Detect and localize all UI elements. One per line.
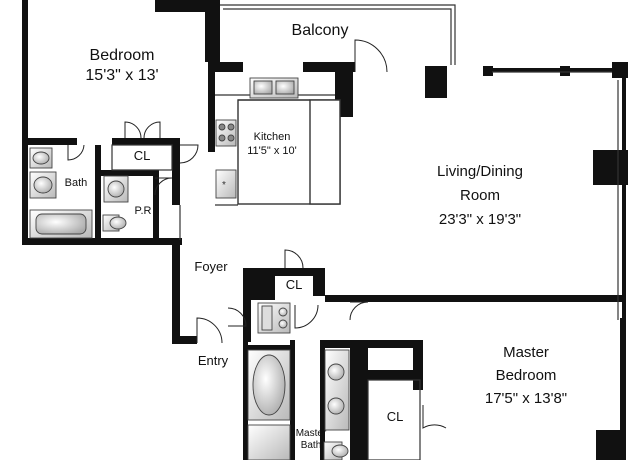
master-bedroom-label: Master Bedroom 17'5" x 13'8": [456, 344, 596, 408]
svg-text:*: *: [222, 180, 226, 191]
kitchen-name: Kitchen: [253, 131, 291, 143]
entry-label: Entry: [197, 353, 229, 368]
kitchen-size: 11'5" x 10': [247, 144, 297, 157]
bedroom-label: Bedroom 15'3" x 13': [72, 46, 172, 86]
doors: [67, 39, 447, 429]
powder-room-label: P.R: [134, 205, 152, 217]
master-size: 17'5" x 13'8": [484, 389, 568, 407]
closet-foyer-label: CL: [285, 277, 303, 292]
bedroom-size: 15'3" x 13': [85, 67, 159, 84]
master-bath-line2: Bath: [300, 440, 322, 451]
closet-master-label: CL: [386, 409, 404, 424]
living-size: 23'3" x 19'3": [438, 210, 522, 228]
living-name-line2: Room: [459, 186, 500, 204]
walls: [22, 0, 628, 460]
master-bath-line1: Master: [295, 428, 327, 439]
thin-lines: [111, 4, 619, 460]
fixtures: *: [29, 77, 350, 460]
bedroom-name: Bedroom: [89, 47, 155, 64]
master-name-line2: Bedroom: [495, 366, 557, 384]
balcony-label: Balcony: [291, 22, 349, 39]
master-name-line1: Master: [503, 344, 549, 361]
living-name-line1: Living/Dining: [437, 163, 523, 180]
kitchen-label: Kitchen 11'5" x 10': [236, 131, 308, 159]
master-bath-label: Master Bath: [290, 428, 332, 452]
living-label: Living/Dining Room 23'3" x 19'3": [410, 163, 550, 229]
bath-label: Bath: [64, 177, 88, 189]
closet-top-label: CL: [133, 148, 151, 163]
foyer-label: Foyer: [194, 259, 228, 274]
